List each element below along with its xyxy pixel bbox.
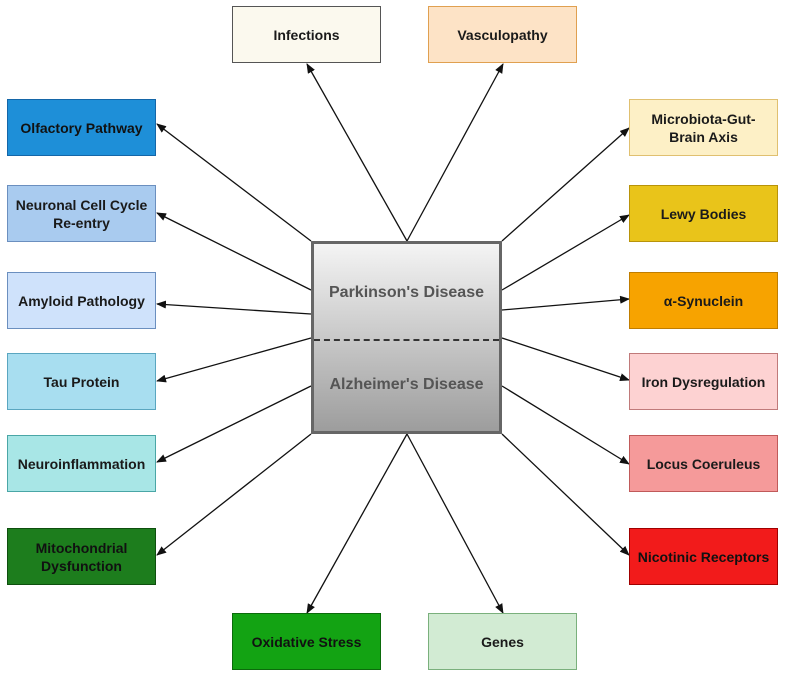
arrow-to-infections bbox=[306, 63, 408, 242]
iron-dysregulation-label: Iron Dysregulation bbox=[641, 373, 766, 390]
arrow-to-nicotinic-receptors bbox=[501, 433, 630, 556]
lewy-bodies-label: Lewy Bodies bbox=[660, 205, 747, 222]
olfactory-pathway-label: Olfactory Pathway bbox=[20, 119, 143, 136]
neuronal-cell-cycle-box: Neuronal Cell Cycle Re-entry bbox=[7, 185, 156, 242]
alzheimers-disease-label: Alzheimer's Disease bbox=[329, 375, 484, 393]
arrow-to-neuroinflammation bbox=[156, 385, 312, 463]
microbiota-gut-brain-axis-box: Microbiota-Gut-Brain Axis bbox=[629, 99, 778, 156]
locus-coeruleus-box: Locus Coeruleus bbox=[629, 435, 778, 492]
neuroinflammation-box: Neuroinflammation bbox=[7, 435, 156, 492]
arrow-to-microbiota-gut-brain bbox=[501, 127, 630, 242]
alpha-synuclein-box: α-Synuclein bbox=[629, 272, 778, 329]
alpha-synuclein-label: α-Synuclein bbox=[663, 292, 744, 309]
parkinsons-disease-label: Parkinson's Disease bbox=[329, 283, 484, 301]
arrow-to-olfactory-pathway bbox=[156, 123, 312, 242]
locus-coeruleus-label: Locus Coeruleus bbox=[646, 455, 761, 472]
arrow-to-lewy-bodies bbox=[501, 214, 630, 291]
neuronal-cell-cycle-label: Neuronal Cell Cycle Re-entry bbox=[15, 196, 148, 231]
oxidative-stress-label: Oxidative Stress bbox=[251, 633, 362, 650]
arrow-to-oxidative-stress bbox=[306, 433, 408, 614]
arrow-to-vasculopathy bbox=[406, 63, 504, 242]
oxidative-stress-box: Oxidative Stress bbox=[232, 613, 381, 670]
mitochondrial-dysfunction-box: Mitochondrial Dysfunction bbox=[7, 528, 156, 585]
infections-label: Infections bbox=[273, 26, 340, 43]
mitochondrial-dysfunction-label: Mitochondrial Dysfunction bbox=[35, 539, 128, 574]
tau-protein-box: Tau Protein bbox=[7, 353, 156, 410]
amyloid-pathology-box: Amyloid Pathology bbox=[7, 272, 156, 329]
vasculopathy-box: Vasculopathy bbox=[428, 6, 577, 63]
infections-box: Infections bbox=[232, 6, 381, 63]
arrow-to-amyloid-pathology bbox=[156, 300, 312, 315]
olfactory-pathway-box: Olfactory Pathway bbox=[7, 99, 156, 156]
iron-dysregulation-box: Iron Dysregulation bbox=[629, 353, 778, 410]
genes-box: Genes bbox=[428, 613, 577, 670]
nicotinic-receptors-label: Nicotinic Receptors bbox=[637, 548, 770, 565]
amyloid-pathology-label: Amyloid Pathology bbox=[18, 292, 145, 309]
tau-protein-label: Tau Protein bbox=[43, 373, 120, 390]
arrow-to-alpha-synuclein bbox=[501, 295, 630, 311]
nicotinic-receptors-box: Nicotinic Receptors bbox=[629, 528, 778, 585]
genes-label: Genes bbox=[481, 633, 524, 650]
arrow-to-genes bbox=[406, 433, 504, 614]
arrow-to-iron-dysregulation bbox=[501, 337, 630, 381]
dashed-divider bbox=[314, 339, 499, 341]
neuroinflammation-label: Neuroinflammation bbox=[17, 455, 146, 472]
microbiota-gut-brain-axis-label: Microbiota-Gut-Brain Axis bbox=[651, 110, 756, 145]
arrow-to-neuronal-cell-cycle bbox=[156, 212, 312, 291]
lewy-bodies-box: Lewy Bodies bbox=[629, 185, 778, 242]
central-disease-box: Parkinson's Disease Alzheimer's Disease bbox=[311, 241, 502, 434]
arrow-to-mitochondrial-dysfunction bbox=[156, 433, 312, 556]
arrow-to-locus-coeruleus bbox=[501, 385, 630, 465]
vasculopathy-label: Vasculopathy bbox=[457, 26, 548, 43]
arrow-to-tau-protein bbox=[156, 337, 312, 383]
